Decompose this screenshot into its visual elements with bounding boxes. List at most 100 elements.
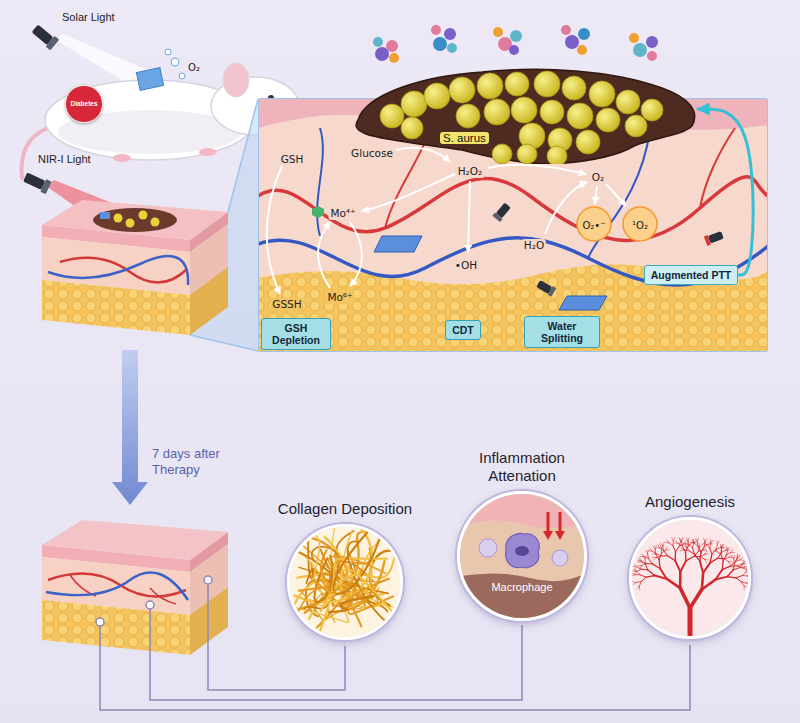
angiogenesis-picture [636,581,641,583]
angiogenesis-picture [632,575,635,576]
inflammation-picture [460,573,584,618]
ros-label: ¹O₂ [630,220,650,233]
box-label: Augmented PTT [651,269,732,281]
angiogenesis-picture [732,556,734,559]
reaction-arrows [606,184,626,206]
wound-skin-block [42,200,228,335]
angiogenesis-picture [646,551,648,554]
inflammation-picture [555,531,565,540]
crust-shape [456,104,480,128]
angiogenesis-picture [661,555,668,556]
inflammation-picture [460,494,584,528]
angiogenesis-picture [736,576,742,578]
reaction-arrows [396,148,450,162]
angiogenesis-picture [663,542,665,545]
inset-panel [312,206,324,218]
angiogenesis-picture [742,575,747,576]
inset-panel [492,213,502,222]
angiogenesis-picture [702,580,715,590]
time-label: 7 days after Therapy [152,446,252,479]
angiogenesis-picture [686,557,694,561]
chem-label: GSSH [270,298,303,311]
healed-skin-block [70,575,96,596]
angiogenesis-picture [700,545,703,547]
mouse [199,148,217,156]
angiogenesis-picture [698,543,700,547]
proteins [386,40,398,52]
proteins [633,43,647,57]
box-label: GSH Depletion [268,322,324,346]
angiogenesis-picture [705,541,706,544]
angiogenesis-picture [681,541,683,546]
cell-label: Macrophage [460,580,584,594]
angiogenesis-picture [655,549,657,554]
angiogenesis-picture [726,547,727,550]
chem-label: Mo⁴⁺ [328,207,357,220]
healed-skin-block [42,600,190,655]
angiogenesis-picture [668,556,676,561]
angiogenesis-picture [640,558,642,561]
wound-skin-block [151,218,160,227]
angiogenesis-picture [662,546,664,551]
crust-shape [562,76,586,100]
mouse [165,49,171,55]
angiogenesis-picture [675,552,677,561]
crust-shape [484,99,510,125]
angiogenesis-picture [647,554,649,559]
process-box: Augmented PTT [644,265,739,285]
angiogenesis-picture [689,544,693,547]
circle-disc: Macrophage [457,491,587,621]
crust-shape [641,99,663,121]
label-holder: Mo⁶⁺ [325,287,354,305]
chem-label: O₂ [590,171,606,184]
angiogenesis-picture [733,564,734,571]
chem-label: O₂ [188,62,200,75]
proteins [509,45,519,55]
angiogenesis-picture [641,561,645,564]
angiogenesis-picture [684,541,686,544]
inflammation-picture [559,512,562,532]
chem-label: H₂O₂ [456,165,485,178]
wound-skin-block [114,214,123,223]
label-holder: GSH [279,149,306,167]
angiogenesis-picture [667,579,681,588]
circle-heading: Angiogenesis [615,493,765,511]
proteins [373,25,658,63]
wound-skin-block [126,219,135,228]
chem-label: H₂O [522,239,546,252]
wound-skin-block [190,267,228,335]
angiogenesis-picture [723,555,726,561]
zoom-cone [190,335,258,351]
angiogenesis-picture [711,540,713,543]
angiogenesis-picture [683,545,686,547]
inflammation-picture [515,546,529,556]
angiogenesis-picture [642,554,645,557]
angiogenesis-picture [746,571,748,573]
crust-shape [589,81,615,107]
angiogenesis-picture [727,553,731,555]
time-arrow [112,350,148,505]
angiogenesis-picture [728,562,730,565]
angiogenesis-picture [648,570,655,576]
chem-label: •OH [453,259,479,272]
angiogenesis-picture [695,538,697,541]
crust-shape [517,144,537,164]
proteins [565,35,579,49]
angiogenesis-picture [697,538,698,542]
angiogenesis-picture [638,565,642,566]
inflammation-picture [543,531,553,540]
inflammation-picture [552,550,568,566]
angiogenesis-picture [693,540,695,543]
angiogenesis-picture [721,550,725,552]
circle-heading: Collagen Deposition [260,500,430,518]
angiogenesis-picture [655,546,656,550]
inset-panel [258,264,768,352]
label-holder: O₂•⁻ [580,215,607,233]
proteins [647,51,657,61]
process-box: Water Splitting [524,316,600,348]
crust-shape [547,146,567,164]
angiogenesis-picture [710,543,711,548]
inset-panel [623,207,657,241]
leader-lines [146,601,154,609]
crust-shape [534,71,560,97]
